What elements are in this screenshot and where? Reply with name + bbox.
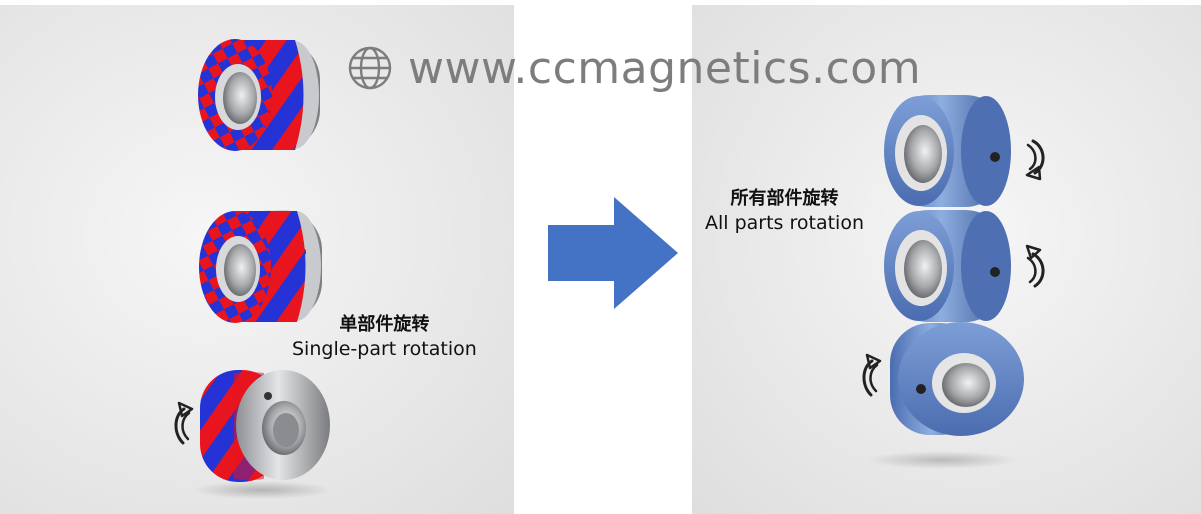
watermark: www.ccmagnetics.com [346,36,921,100]
rotate-arrow-icon [174,401,194,445]
magnet-part-top [198,39,320,151]
coated-part-middle [884,210,1011,322]
magnet-part-bottom [192,370,332,499]
all-parts-label: 所有部件旋转 All parts rotation [705,187,864,235]
coated-part-bottom [867,322,1024,469]
watermark-url: www.ccmagnetics.com [408,42,922,94]
rotate-arrow-icon [862,353,882,397]
left-illustration [174,39,332,499]
single-part-label-en: Single-part rotation [292,338,477,360]
all-parts-label-zh: 所有部件旋转 [730,188,839,209]
all-parts-label-en: All parts rotation [705,212,865,234]
right-arrow-icon [548,197,678,309]
single-part-label: 单部件旋转 Single-part rotation [292,313,477,361]
coated-part-top [884,95,1011,207]
rotate-arrow-icon [1025,244,1045,288]
globe-icon [348,46,392,90]
right-panel-all-parts [692,5,1201,514]
left-panel-single-part [0,5,514,514]
rotate-arrow-icon [1025,139,1045,181]
magnet-part-middle [199,210,322,323]
single-part-label-zh: 单部件旋转 [339,314,430,335]
right-illustration [862,95,1045,469]
